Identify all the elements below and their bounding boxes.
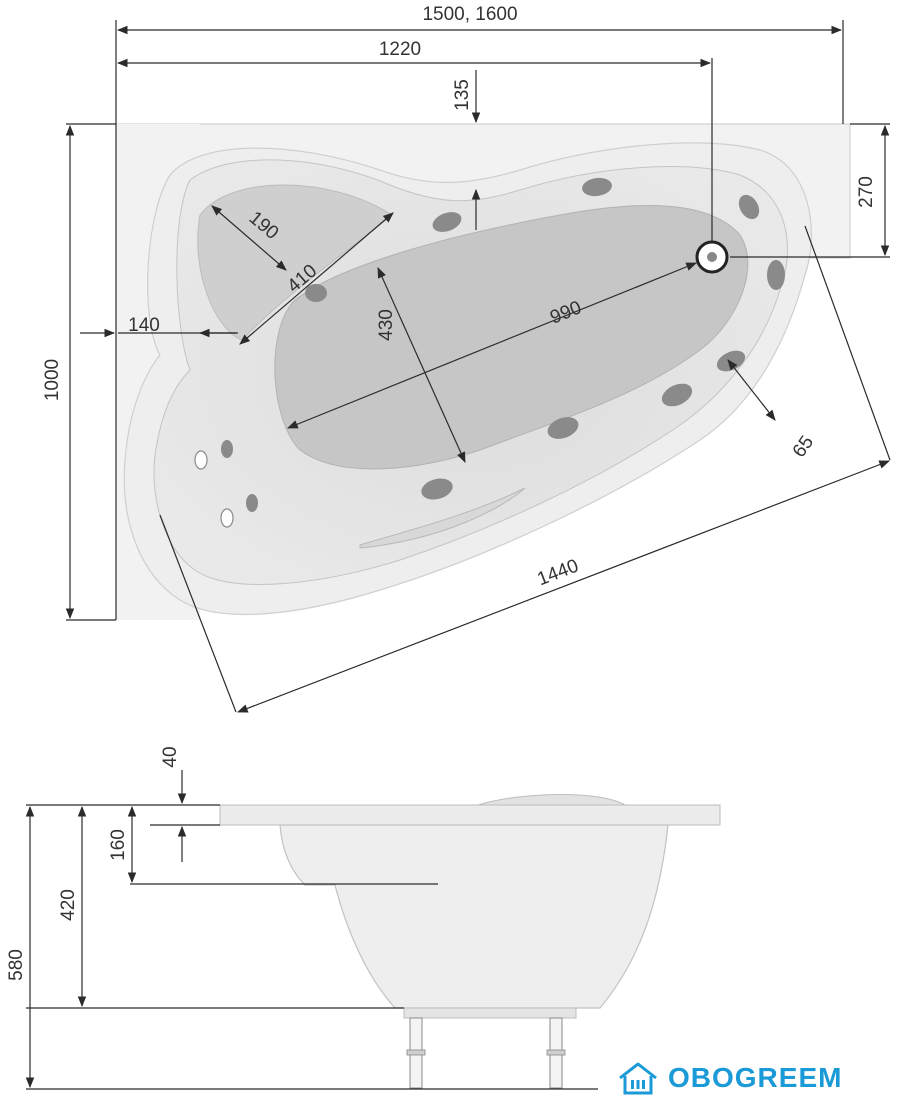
dim-inner-depth: 420 <box>58 889 79 921</box>
dim-left-rim: 140 <box>128 315 160 336</box>
control-button <box>220 508 234 528</box>
top-view: 1500, 1600 1220 135 270 1000 190 410 140… <box>42 4 891 713</box>
jet <box>767 260 785 290</box>
dim-drain-offset: 1220 <box>379 39 421 60</box>
drain <box>695 240 729 274</box>
jet <box>738 194 760 220</box>
dim-seat-depth: 160 <box>108 829 129 861</box>
control-button <box>194 450 208 470</box>
jet <box>432 212 462 232</box>
jet <box>582 177 612 197</box>
house-icon <box>619 1062 657 1095</box>
dim-right-rim: 270 <box>856 176 877 208</box>
dim-top-rim: 135 <box>452 79 473 111</box>
rim-slab <box>219 804 721 826</box>
jet <box>221 440 233 458</box>
brand-logo-text: OBOGREEM <box>668 1062 843 1093</box>
brand-logo: OBOGREEM <box>616 1058 842 1098</box>
dim-total-height: 580 <box>6 949 27 981</box>
side-base-plate <box>403 1007 577 1019</box>
side-headrest <box>477 794 627 806</box>
dim-rim-thickness: 40 <box>160 746 181 767</box>
jet <box>246 494 258 512</box>
dim-diagonal: 1440 <box>535 555 582 590</box>
dim-depth: 1000 <box>42 359 63 401</box>
dim-edge-offset: 65 <box>789 432 818 461</box>
top-view-dimensions <box>65 20 891 713</box>
control-buttons <box>194 450 234 528</box>
side-view: 40 160 420 580 <box>6 746 721 1090</box>
side-tub-body <box>279 824 669 1009</box>
dim-well-width: 430 <box>376 309 397 341</box>
dim-overall-width: 1500, 1600 <box>422 4 517 25</box>
